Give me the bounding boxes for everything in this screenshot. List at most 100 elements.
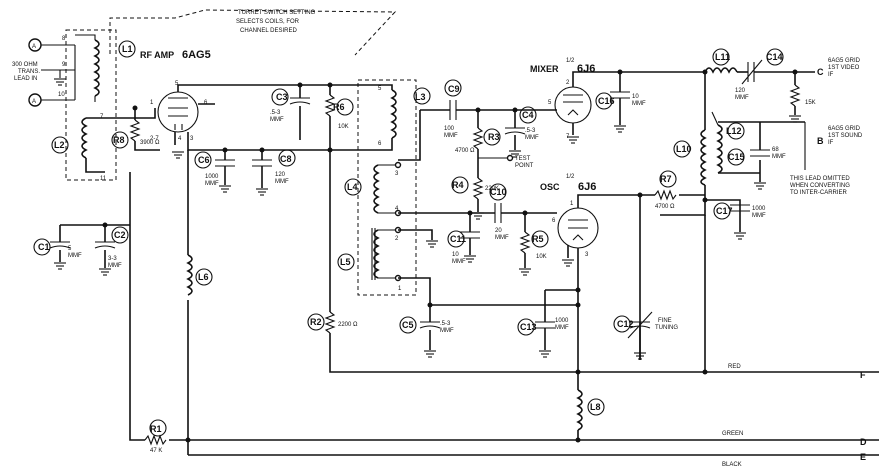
svg-text:R8: R8 [113, 135, 125, 145]
svg-text:6: 6 [378, 141, 382, 147]
svg-text:MMF: MMF [440, 328, 454, 334]
svg-text:1000: 1000 [555, 318, 569, 324]
svg-text:MMF: MMF [495, 235, 509, 241]
capacitor-c4 [504, 127, 526, 135]
svg-text:3: 3 [395, 171, 399, 177]
capacitor-c13 [535, 321, 555, 329]
lead-green: GREEN D [722, 431, 867, 447]
svg-text:6J6: 6J6 [578, 181, 596, 193]
svg-text:120: 120 [735, 88, 746, 94]
svg-text:TUNING: TUNING [655, 325, 678, 331]
svg-text:.5-3: .5-3 [440, 321, 451, 327]
label-l2: L2 [54, 140, 65, 150]
svg-text:5: 5 [68, 246, 72, 252]
capacitor-c12[interactable] [627, 311, 653, 339]
svg-text:MIXER: MIXER [530, 64, 559, 74]
svg-text:300 OHM: 300 OHM [12, 62, 38, 68]
svg-text:MMF: MMF [68, 253, 82, 259]
lead-red: RED F [728, 364, 866, 380]
svg-text:6: 6 [552, 218, 556, 224]
svg-text:OSC: OSC [540, 182, 560, 192]
svg-text:THIS LEAD OMITTED: THIS LEAD OMITTED [790, 176, 850, 182]
turret-leader [109, 9, 397, 56]
svg-text:5: 5 [378, 86, 382, 92]
svg-text:15K: 15K [805, 100, 816, 106]
svg-text:MMF: MMF [752, 213, 766, 219]
svg-text:4700 Ω: 4700 Ω [655, 204, 675, 210]
svg-text:C3: C3 [276, 92, 288, 102]
svg-text:6AG5: 6AG5 [182, 49, 211, 61]
svg-text:F: F [860, 370, 866, 380]
svg-text:10: 10 [58, 92, 65, 98]
coil-l12 [716, 124, 723, 174]
capacitor-c6 [215, 159, 235, 167]
svg-text:1/2: 1/2 [566, 174, 575, 180]
svg-text:R5: R5 [532, 234, 544, 244]
svg-text:R3: R3 [488, 132, 500, 142]
svg-text:1000: 1000 [205, 174, 219, 180]
svg-text:11: 11 [100, 176, 107, 182]
svg-text:2-7: 2-7 [150, 136, 159, 142]
svg-text:1: 1 [570, 201, 574, 207]
turret-note: TURRET SWITCH SETTING SELECTS COILS, FOR… [236, 10, 316, 34]
capacitor-c16 [610, 91, 630, 99]
svg-text:3-3: 3-3 [108, 256, 117, 262]
svg-text:6: 6 [204, 100, 208, 106]
svg-text:C: C [817, 67, 824, 77]
resistor-r1 [144, 434, 167, 446]
svg-text:1: 1 [398, 286, 402, 292]
svg-text:LEAD IN: LEAD IN [14, 76, 37, 82]
svg-text:3: 3 [585, 252, 589, 258]
svg-text:B: B [817, 136, 824, 146]
svg-text:6AG5 GRID: 6AG5 GRID [828, 58, 861, 64]
svg-text:GREEN: GREEN [722, 431, 743, 437]
resistor-r6 [324, 94, 336, 117]
resistor-r8 [129, 119, 141, 142]
coil-l3-primary [390, 89, 397, 139]
lead-black: BLACK E [722, 452, 866, 468]
svg-text:A: A [32, 44, 36, 50]
intercarrier-note: THIS LEAD OMITTED WHEN CONVERTING TO INT… [790, 176, 850, 196]
capacitor-c10 [494, 203, 502, 223]
svg-text:C11: C11 [450, 234, 466, 244]
svg-text:MMF: MMF [555, 325, 569, 331]
svg-text:TRANS.: TRANS. [18, 69, 40, 75]
test-point-terminal[interactable] [506, 154, 514, 162]
resistor-r5 [519, 231, 531, 254]
svg-text:1ST VIDEO: 1ST VIDEO [828, 65, 860, 71]
coil-box-l1 [65, 29, 117, 181]
svg-text:C6: C6 [198, 155, 210, 165]
svg-text:1/2: 1/2 [566, 58, 575, 64]
svg-text:MMF: MMF [270, 117, 284, 123]
svg-text:MMF: MMF [452, 259, 466, 265]
coil-l4 [373, 164, 380, 214]
mixer-tube: MIXER 1/2 6J6 2 5 7 [530, 58, 595, 140]
svg-text:L6: L6 [198, 272, 209, 282]
svg-text:L5: L5 [340, 257, 351, 267]
svg-text:MMF: MMF [275, 179, 289, 185]
coil-l6 [186, 254, 193, 296]
svg-text:C5: C5 [402, 320, 414, 330]
coil-l2 [81, 117, 88, 159]
svg-text:WHEN CONVERTING: WHEN CONVERTING [790, 183, 850, 189]
svg-text:8: 8 [62, 36, 66, 42]
rf-amp-tube: RF AMP 6AG5 5 1 6 2-7 4 3 [140, 49, 211, 142]
svg-text:.5-3: .5-3 [270, 110, 281, 116]
svg-text:1000: 1000 [752, 206, 766, 212]
svg-text:C8: C8 [280, 154, 292, 164]
capacitor-c5 [419, 321, 441, 329]
junctions [102, 69, 798, 443]
capacitor-c15 [750, 149, 770, 157]
resistor-r2 [324, 311, 336, 334]
svg-text:C17: C17 [716, 206, 733, 216]
coil-l10 [700, 129, 707, 186]
svg-text:.5-3: .5-3 [525, 128, 536, 134]
svg-text:MMF: MMF [108, 263, 122, 269]
svg-text:47 K: 47 K [150, 448, 162, 454]
capacitor-c11 [460, 231, 480, 239]
svg-text:L12: L12 [726, 126, 742, 136]
resistor-15k [789, 84, 801, 107]
capacitor-c3 [289, 97, 311, 105]
svg-text:C13: C13 [520, 322, 537, 332]
svg-text:TO INTER-CARRIER: TO INTER-CARRIER [790, 190, 848, 196]
